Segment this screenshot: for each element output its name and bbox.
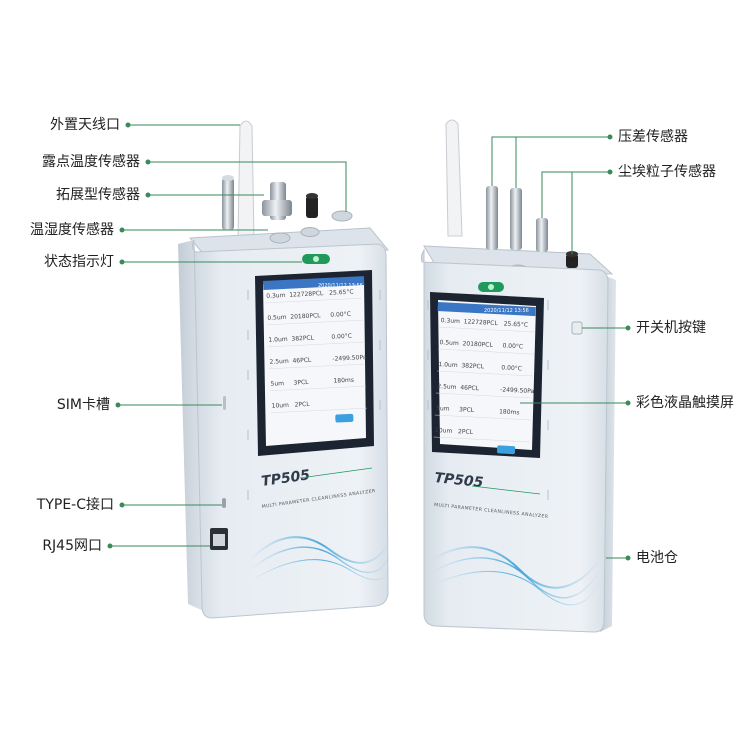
screen-row-value: 0.00°C: [502, 342, 523, 350]
label-antenna: 外置天线口: [50, 117, 120, 133]
label-rj45: RJ45网口: [42, 538, 102, 554]
screen-row-divider: [270, 407, 367, 414]
screen-row-size: 1.0um: [438, 361, 458, 369]
leader-lines: [110, 124, 628, 559]
type-c-port-icon: [222, 498, 226, 508]
screen-row-value: 180ms: [333, 377, 354, 385]
power-button-icon: [571, 321, 583, 335]
screen-row-size: 0.5um: [267, 314, 287, 322]
connector-icon: [479, 186, 578, 282]
screen-row-value: 0.00°C: [330, 311, 351, 319]
screen-row-divider: [267, 341, 364, 348]
screen-row-size: 10um: [435, 427, 453, 435]
screen-row-count: 122728PCL: [289, 290, 324, 299]
sim-slot-icon: [223, 396, 226, 410]
screen-row-size: 1.0um: [268, 336, 288, 344]
screen-row-count: 122728PCL: [464, 318, 499, 327]
screen-row-count: 3PCL: [293, 379, 309, 387]
screen-datetime: 2020/11/12 13:56: [318, 283, 363, 289]
screen-row-value: 25.65°C: [329, 289, 354, 297]
label-pressure-sensor: 压差传感器: [618, 129, 688, 145]
screen-row-size: 5um: [436, 405, 450, 413]
screen-row-value: 0.00°C: [501, 364, 522, 372]
screen-row-divider: [435, 392, 532, 399]
screen-action-button[interactable]: [496, 445, 516, 455]
antenna-icon: [445, 119, 463, 237]
right-model-label: TP505: [434, 470, 485, 491]
screen-row-size: 0.5um: [439, 339, 459, 347]
screen-row-count: 20180PCL: [290, 312, 321, 321]
screen-row-divider: [268, 363, 365, 370]
screen-row-value: 180ms: [499, 408, 520, 416]
screen-row-size: 2.5um: [269, 358, 289, 366]
screen-row-divider: [269, 385, 366, 392]
screen-row-size: 10um: [272, 402, 290, 410]
screen-row-divider: [266, 319, 363, 326]
label-dew-point-sensor: 露点温度传感器: [42, 154, 140, 170]
left-model-label: TP505: [260, 467, 311, 490]
screen-row-divider: [265, 297, 362, 304]
leader-dots: [107, 122, 631, 561]
screen-row-value: 25.65°C: [503, 320, 528, 328]
screen-row-count: 46PCL: [292, 357, 312, 365]
screen-row-count: 2PCL: [294, 401, 310, 409]
label-status-light: 状态指示灯: [44, 254, 114, 270]
screen-row-value: -2499.50Pa: [500, 386, 535, 395]
screen-row-size: 2.5um: [437, 383, 457, 391]
screen-row-count: 20180PCL: [462, 340, 493, 349]
connector-icon: [222, 175, 353, 244]
screen-row-divider: [437, 370, 534, 377]
screen-row-count: 2PCL: [458, 428, 474, 436]
screen-datetime: 2020/11/12 13:56: [484, 308, 529, 314]
screen-row-count: 3PCL: [459, 406, 475, 414]
antenna-icon: [237, 120, 255, 241]
screen-row-size: 5um: [270, 380, 284, 388]
screen-row-divider: [433, 436, 530, 443]
label-battery: 电池仓: [636, 550, 678, 566]
screen-row-count: 382PCL: [461, 362, 485, 370]
label-type-c: TYPE-C接口: [36, 497, 114, 513]
label-sim-slot: SIM卡槽: [56, 397, 110, 413]
screen-row-divider: [434, 414, 531, 421]
screen-row-size: 0.3um: [266, 292, 286, 300]
label-power-button: 开关机按键: [636, 320, 706, 336]
screen-row-divider: [438, 348, 535, 355]
label-touch-screen: 彩色液晶触摸屏: [636, 395, 734, 411]
screen-row-count: 46PCL: [460, 384, 480, 392]
label-dust-sensor: 尘埃粒子传感器: [618, 164, 716, 180]
screen-row-value: 0.00°C: [331, 333, 352, 341]
screen-row-size: 0.3um: [441, 317, 461, 325]
label-extension-sensor: 拓展型传感器: [56, 187, 140, 203]
screen-action-button[interactable]: [335, 413, 354, 423]
screen-row-count: 382PCL: [291, 335, 315, 343]
screen-row-value: -2499.50Pa: [332, 354, 367, 363]
screen-row-divider: [439, 326, 536, 333]
label-temp-humidity-sensor: 温湿度传感器: [30, 222, 114, 238]
